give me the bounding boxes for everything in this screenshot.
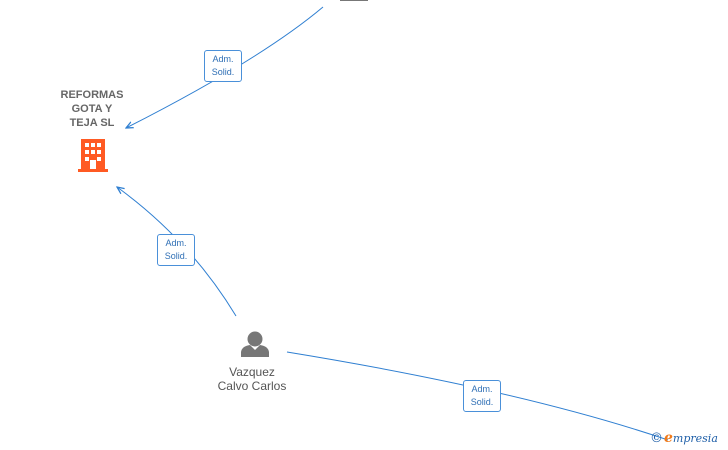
person-name-label[interactable]: Vazquez Calvo Carlos [217, 365, 287, 393]
empresia-watermark: ©empresia [650, 430, 718, 446]
edge-top-to-company [126, 6, 324, 128]
company-name-label[interactable]: REFORMAS GOTA Y TEJA SL [60, 89, 124, 129]
building-icon[interactable] [78, 139, 108, 172]
empresia-logo-text: mpresia [672, 432, 718, 445]
edge-label-line1: Adm. [212, 54, 234, 64]
edge-label-badge: Adm. Solid. [157, 234, 195, 266]
edge-label-line1: Adm. [471, 384, 493, 394]
offscreen-node-top[interactable] [340, 0, 368, 1]
edge-label-badge: Adm. Solid. [463, 380, 501, 412]
edge-label-line2: Solid. [470, 397, 494, 407]
empresia-logo-initial: e [664, 430, 673, 446]
edge-label-badge: Adm. Solid. [204, 50, 242, 82]
copyright-symbol: © [650, 431, 663, 446]
edge-label-line2: Solid. [164, 251, 188, 261]
person-icon[interactable] [241, 331, 269, 358]
edge-label-line2: Solid. [211, 67, 235, 77]
edge-label-line1: Adm. [165, 238, 187, 248]
